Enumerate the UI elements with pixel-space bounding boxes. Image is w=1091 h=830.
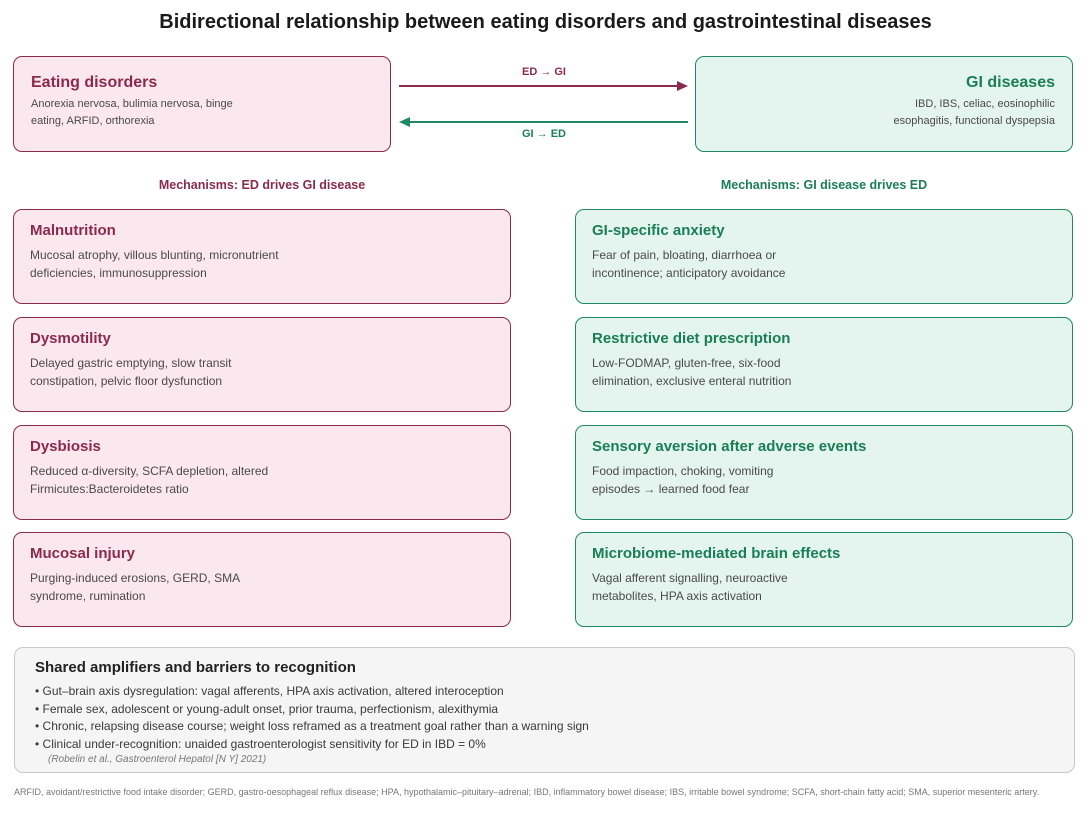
eating-disorders-box: Eating disorders Anorexia nervosa, bulim… [13,56,391,152]
mechanism-box-sensory-aversion: Sensory aversion after adverse events Fo… [575,425,1073,520]
mechanism-title: Malnutrition [30,222,116,239]
citation: (Robelin et al., Gastroenterol Hepatol [… [48,754,267,765]
mechanism-box-microbiome: Microbiome-mediated brain effects Vagal … [575,532,1073,627]
mechanism-body: Reduced α-diversity, SCFA depletion, alt… [30,464,269,496]
mechanism-title: Dysbiosis [30,438,101,455]
mechanism-title: GI-specific anxiety [592,222,725,239]
ed-to-gi-label: ED → GI [521,66,566,78]
mechanism-box-malnutrition: Malnutrition Mucosal atrophy, villous bl… [13,209,511,304]
shared-amplifiers-box: Shared amplifiers and barriers to recogn… [14,647,1075,773]
shared-amplifiers-list: Gut–brain axis dysregulation: vagal affe… [35,683,1054,753]
ed-to-gi-arrowhead [677,81,688,91]
list-item: Female sex, adolescent or young-adult on… [35,701,1054,719]
eating-disorders-body: Anorexia nervosa, bulimia nervosa, binge… [31,98,233,127]
gi-diseases-body: IBD, IBS, celiac, eosinophilic esophagit… [893,98,1055,127]
gi-to-ed-label: GI → ED [521,128,566,140]
left-column-heading: Mechanisms: ED drives GI disease [158,178,366,192]
abbreviations-footnote: ARFID, avoidant/restrictive food intake … [14,787,1040,797]
eating-disorders-title: Eating disorders [31,74,158,91]
shared-amplifiers-title: Shared amplifiers and barriers to recogn… [35,659,356,676]
list-item: Chronic, relapsing disease course; weigh… [35,718,1054,736]
mechanism-title: Microbiome-mediated brain effects [592,545,841,562]
mechanism-title: Mucosal injury [30,545,136,562]
gi-diseases-box: GI diseases IBD, IBS, celiac, eosinophil… [695,56,1073,152]
mechanism-body: Food impaction, choking, vomiting episod… [592,464,774,496]
list-item: Clinical under-recognition: unaided gast… [35,736,1054,754]
mechanism-body: Delayed gastric emptying, slow transit c… [30,356,232,388]
mechanism-body: Purging-induced erosions, GERD, SMA synd… [30,571,240,603]
mechanism-body: Fear of pain, bloating, diarrhoea or inc… [592,248,786,280]
mechanism-body: Low-FODMAP, gluten-free, six-food elimin… [592,356,792,388]
mechanism-box-gi-anxiety: GI-specific anxiety Fear of pain, bloati… [575,209,1073,304]
gi-to-ed-arrowhead [399,117,410,127]
mechanism-title: Restrictive diet prescription [592,330,791,347]
list-item: Gut–brain axis dysregulation: vagal affe… [35,683,1054,701]
gi-diseases-title: GI diseases [966,74,1055,91]
mechanism-body: Mucosal atrophy, villous blunting, micro… [30,248,279,280]
mechanism-box-restrictive-diet: Restrictive diet prescription Low-FODMAP… [575,317,1073,412]
mechanism-box-dysbiosis: Dysbiosis Reduced α-diversity, SCFA depl… [13,425,511,520]
mechanism-box-dysmotility: Dysmotility Delayed gastric emptying, sl… [13,317,511,412]
page-title: Bidirectional relationship between eatin… [159,11,932,33]
right-column-heading: Mechanisms: GI disease drives ED [720,178,928,192]
mechanism-body: Vagal afferent signalling, neuroactive m… [592,571,788,603]
mechanism-title: Dysmotility [30,330,111,347]
mechanism-box-mucosal-injury: Mucosal injury Purging-induced erosions,… [13,532,511,627]
mechanism-title: Sensory aversion after adverse events [592,438,867,455]
